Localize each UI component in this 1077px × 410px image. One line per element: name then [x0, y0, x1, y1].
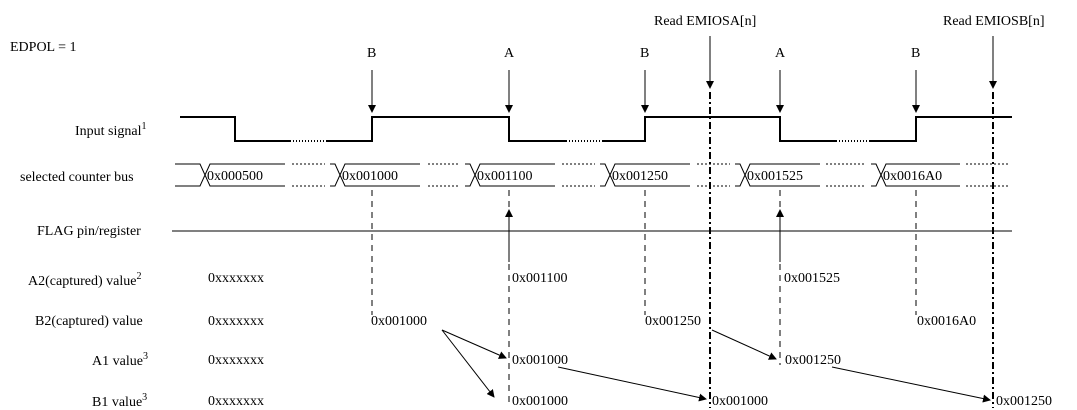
- input-signal-label: Input signal1: [75, 121, 147, 139]
- b1-initial: 0xxxxxxx: [208, 394, 264, 409]
- b1-value-3: 0x001250: [996, 394, 1052, 409]
- edge-label-2: A: [504, 46, 515, 61]
- edge-label-4: A: [775, 46, 786, 61]
- input-signal-waveform: [180, 116, 1012, 142]
- read-emiosb-label: Read EMIOSB[n]: [943, 14, 1045, 29]
- a1-value-2: 0x001250: [785, 353, 841, 368]
- counter-value-1: 0x000500: [207, 169, 263, 184]
- counter-value-6: 0x0016A0: [883, 169, 942, 184]
- edge-label-1: B: [367, 46, 376, 61]
- a2-value-2: 0x001525: [784, 271, 840, 286]
- b2-label: B2(captured) value: [35, 314, 143, 329]
- b1-value-2: 0x001000: [712, 394, 768, 409]
- a2-label: A2(captured) value2: [28, 271, 141, 289]
- edge-label-3: B: [640, 46, 649, 61]
- b1-value-1: 0x001000: [512, 394, 568, 409]
- a2-value-1: 0x001100: [512, 271, 567, 286]
- counter-bus-waveform: [175, 163, 1010, 187]
- counter-value-4: 0x001250: [612, 169, 668, 184]
- read-emiosa-label: Read EMIOSA[n]: [654, 14, 756, 29]
- counter-value-3: 0x001100: [477, 169, 532, 184]
- edpol-label: EDPOL = 1: [10, 40, 77, 55]
- b2-value-2: 0x001250: [645, 314, 701, 329]
- b2-initial: 0xxxxxxx: [208, 314, 264, 329]
- a1-value-1: 0x001000: [512, 353, 568, 368]
- edge-guides: [371, 190, 917, 405]
- counter-value-5: 0x001525: [747, 169, 803, 184]
- a1-initial: 0xxxxxxx: [208, 353, 264, 368]
- counter-bus-label: selected counter bus: [20, 170, 134, 185]
- b2-value-1: 0x001000: [371, 314, 427, 329]
- a1-label: A1 value3: [92, 351, 148, 369]
- flag-label: FLAG pin/register: [37, 224, 141, 239]
- b2-value-3: 0x0016A0: [917, 314, 976, 329]
- b1-label: B1 value3: [92, 392, 147, 410]
- edge-label-5: B: [911, 46, 920, 61]
- counter-value-2: 0x001000: [342, 169, 398, 184]
- transfer-arrows: [441, 329, 991, 403]
- a2-initial: 0xxxxxxx: [208, 271, 264, 286]
